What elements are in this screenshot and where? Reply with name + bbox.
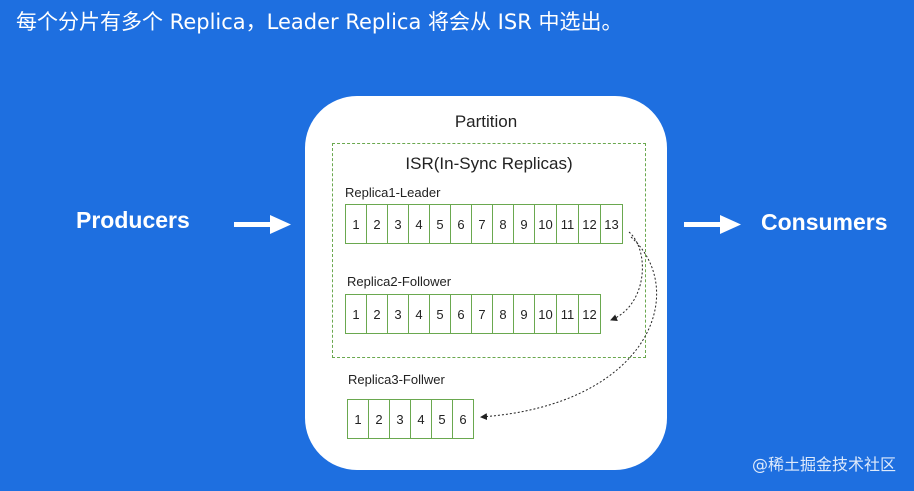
consumers-arrow: [684, 215, 741, 234]
log-cell: 2: [368, 399, 390, 439]
caption: 每个分片有多个 Replica，Leader Replica 将会从 ISR 中…: [16, 10, 623, 34]
log-cell: 7: [471, 294, 493, 334]
log-cell: 8: [492, 204, 514, 244]
watermark: @稀土掘金技术社区: [751, 455, 896, 474]
log-cell: 5: [429, 294, 451, 334]
log-cell: 5: [429, 204, 451, 244]
log-cell: 2: [366, 204, 388, 244]
log-cell: 12: [578, 294, 601, 334]
log-cell: 4: [408, 204, 430, 244]
producers-label: Producers: [76, 207, 190, 233]
log-cell: 3: [387, 294, 409, 334]
log-cell: 6: [452, 399, 474, 439]
log-cell: 6: [450, 294, 472, 334]
log-cell: 11: [556, 204, 579, 244]
log-cell: 12: [578, 204, 601, 244]
log-cell: 13: [600, 204, 623, 244]
replica1-label: Replica1-Leader: [345, 185, 441, 200]
log-cell: 3: [387, 204, 409, 244]
log-cell: 2: [366, 294, 388, 334]
producers-arrow: [234, 215, 291, 234]
consumers-label: Consumers: [761, 209, 888, 235]
log-cell: 9: [513, 294, 535, 334]
log-cell: 1: [345, 294, 367, 334]
log-cell: 6: [450, 204, 472, 244]
log-cell: 10: [534, 294, 557, 334]
log-cell: 8: [492, 294, 514, 334]
log-cell: 1: [345, 204, 367, 244]
log-cell: 9: [513, 204, 535, 244]
log-cell: 4: [408, 294, 430, 334]
log-cell: 4: [410, 399, 432, 439]
isr-title: ISR(In-Sync Replicas): [405, 154, 573, 173]
log-cell: 11: [556, 294, 579, 334]
log-cell: 7: [471, 204, 493, 244]
partition-box: Partition ISR(In-Sync Replicas) Replica1…: [305, 96, 667, 470]
replica3-label: Replica3-Follwer: [348, 372, 445, 387]
log-cell: 5: [431, 399, 453, 439]
partition-title: Partition: [454, 112, 518, 131]
log-cell: 10: [534, 204, 557, 244]
replica2-label: Replica2-Follower: [347, 274, 452, 289]
log-cell: 3: [389, 399, 411, 439]
log-cell: 1: [347, 399, 369, 439]
